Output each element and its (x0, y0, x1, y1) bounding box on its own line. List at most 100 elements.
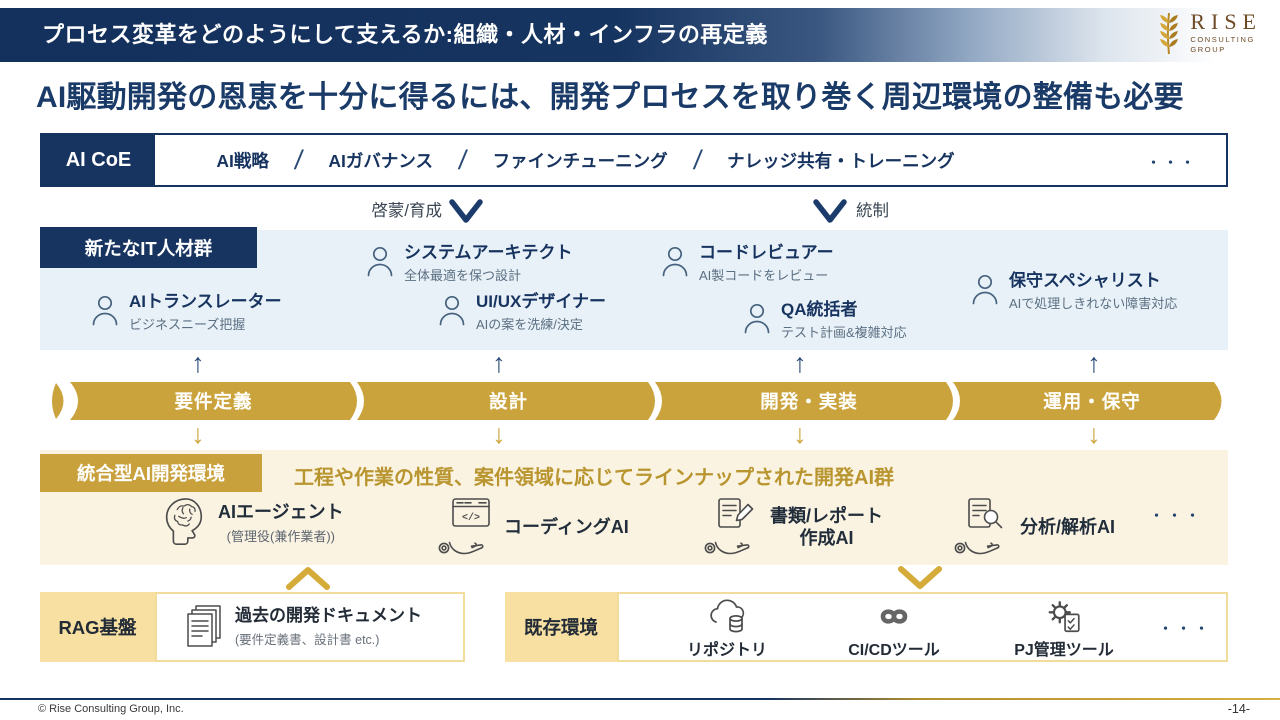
chevron-down-icon (813, 199, 847, 223)
svg-text:</>: </> (462, 512, 480, 524)
coe-item: AIガバナンス (328, 150, 434, 171)
ai-coe-bar: AI CoE AI戦略 / AIガバナンス / ファインチューニング / ナレッ… (40, 133, 1228, 187)
phase-design: 設計 (488, 391, 528, 412)
tool-title: AIエージェント (218, 502, 344, 523)
page-number: -14- (1227, 702, 1250, 716)
slash-separator: / (457, 144, 469, 175)
page-title: AI駆動開発の恩恵を十分に得るには、開発プロセスを取り巻く周辺環境の整備も必要 (36, 81, 1184, 114)
ai-coe-items: AI戦略 / AIガバナンス / ファインチューニング / ナレッジ共有・トレー… (155, 135, 1226, 185)
down-arrow-icon: ↓ (793, 419, 807, 449)
role-title: UI/UXデザイナー (476, 292, 606, 311)
role-desc: AIで処理しきれない障害対応 (1009, 296, 1178, 312)
person-icon (439, 295, 465, 326)
existing-item-pj-tool: PJ管理ツール (1004, 598, 1124, 660)
analysis-hand-icon (954, 498, 1003, 555)
existing-item-label: リポジトリ (686, 642, 767, 659)
role-desc: 全体最適を保つ設計 (404, 268, 522, 284)
documents-stack-icon (187, 605, 221, 647)
role-desc: AIの案を洗練/決定 (476, 317, 583, 333)
ai-env-label: 統合型AI開発環境 (40, 454, 262, 492)
role-code-reviewer: コードレビュアー AI製コードをレビュー (660, 243, 834, 284)
up-arrow-icon: ↑ (1087, 348, 1101, 378)
ai-agent-head-icon (165, 498, 203, 545)
rag-label: RAG基盤 (40, 592, 155, 662)
person-icon (367, 246, 393, 277)
person-icon (744, 303, 770, 334)
document-hand-icon (704, 498, 754, 555)
role-desc: テスト計画&複雑対応 (781, 325, 907, 341)
person-icon (972, 274, 998, 305)
coe-item: ファインチューニング (492, 150, 668, 171)
existing-item-repository: リポジトリ (667, 598, 787, 660)
flow-label-education: 啓蒙/育成 (371, 202, 442, 220)
role-maintenance-specialist: 保守スペシャリスト AIで処理しきれない障害対応 (970, 271, 1177, 312)
role-desc: ビジネスニーズ把握 (129, 317, 246, 333)
person-icon (92, 295, 118, 326)
existing-item-label: PJ管理ツール (1014, 642, 1114, 659)
ai-env-heading: 工程や作業の性質、案件領域に応じてラインナップされた開発AI群 (294, 467, 894, 489)
down-arrow-icon: ↓ (1087, 419, 1101, 449)
role-title: コードレビュアー (699, 243, 834, 262)
it-talent-label: 新たなIT人材群 (40, 227, 257, 268)
role-qa-lead: QA統括者 テスト計画&複雑対応 (742, 300, 907, 341)
rag-panel: 過去の開発ドキュメント (要件定義書、設計書 etc.) (155, 592, 465, 662)
tool-title: 書類/レポート 作成AI (770, 505, 884, 549)
ellipsis: ・・・ (1146, 155, 1198, 170)
wheat-icon (1160, 12, 1179, 55)
logo-sub-2: GROUP (1190, 45, 1226, 54)
role-ai-translator: AIトランスレーター ビジネスニーズ把握 (90, 292, 282, 333)
copyright: © Rise Consulting Group, Inc. (38, 703, 184, 715)
ai-coe-label: AI CoE (42, 135, 155, 185)
chevron-down-icon (449, 199, 483, 223)
existing-env-panel: リポジトリ CI/CDツール PJ管理ツール ・・・ (617, 592, 1228, 662)
logo-name: RISE (1190, 9, 1262, 35)
existing-env-label: 既存環境 (505, 592, 617, 662)
logo-sub-1: CONSULTING (1190, 35, 1255, 45)
rag-doc-title: 過去の開発ドキュメント (235, 606, 422, 626)
rag-doc-desc: (要件定義書、設計書 etc.) (235, 632, 380, 647)
header-title: プロセス変革をどのようにして支えるか:組織・人材・インフラの再定義 (42, 22, 768, 47)
tool-analysis-ai: 分析/解析AI (952, 498, 1115, 556)
tool-document-ai: 書類/レポート 作成AI (702, 498, 883, 556)
tool-desc: (管理役(兼作業者)) (226, 528, 335, 544)
role-system-architect: システムアーキテクト 全体最適を保つ設計 (365, 243, 572, 284)
role-title: QA統括者 (781, 300, 858, 319)
phase-operation: 運用・保守 (1043, 391, 1141, 412)
role-title: 保守スペシャリスト (1009, 271, 1161, 290)
cicd-infinity-icon (880, 609, 908, 624)
up-arrow-icon: ↑ (492, 348, 506, 378)
pj-gear-icon (1048, 601, 1080, 633)
flow-label-control: 統制 (856, 202, 889, 220)
coe-item: ナレッジ共有・トレーニング (727, 150, 955, 171)
ellipsis: ・・・ (1150, 508, 1205, 523)
tool-coding-ai: </> コーディングAI (436, 498, 629, 556)
role-uiux-designer: UI/UXデザイナー AIの案を洗練/決定 (437, 292, 606, 333)
repository-cloud-icon (710, 599, 745, 633)
chevron-down-icon (898, 566, 942, 589)
chevron-up-icon (286, 567, 330, 590)
up-arrow-icon: ↑ (191, 348, 205, 378)
down-arrow-icon: ↓ (492, 419, 506, 449)
coe-item: AI戦略 (216, 150, 269, 171)
tool-ai-agent: AIエージェント (管理役(兼作業者)) (158, 495, 344, 551)
ellipsis: ・・・ (1159, 621, 1214, 636)
existing-item-label: CI/CDツール (848, 642, 940, 659)
header-bar: プロセス変革をどのようにして支えるか:組織・人材・インフラの再定義 (0, 8, 1280, 62)
down-arrow-icon: ↓ (191, 419, 205, 449)
existing-item-cicd: CI/CDツール (834, 598, 954, 660)
tool-title: コーディングAI (504, 516, 629, 537)
process-ribbon (52, 382, 1222, 420)
rise-logo: RISE CONSULTING GROUP (1155, 9, 1262, 57)
person-icon (662, 246, 688, 277)
tool-title: 分析/解析AI (1020, 516, 1116, 537)
role-title: AIトランスレーター (129, 292, 282, 311)
slash-separator: / (292, 144, 305, 175)
coding-hand-icon: </> (438, 498, 490, 555)
role-title: システムアーキテクト (404, 243, 573, 262)
footer-rule (0, 698, 1280, 700)
slash-separator: / (691, 144, 704, 175)
up-arrow-icon: ↑ (793, 348, 807, 378)
phase-development: 開発・実装 (760, 391, 858, 412)
role-desc: AI製コードをレビュー (699, 268, 829, 284)
